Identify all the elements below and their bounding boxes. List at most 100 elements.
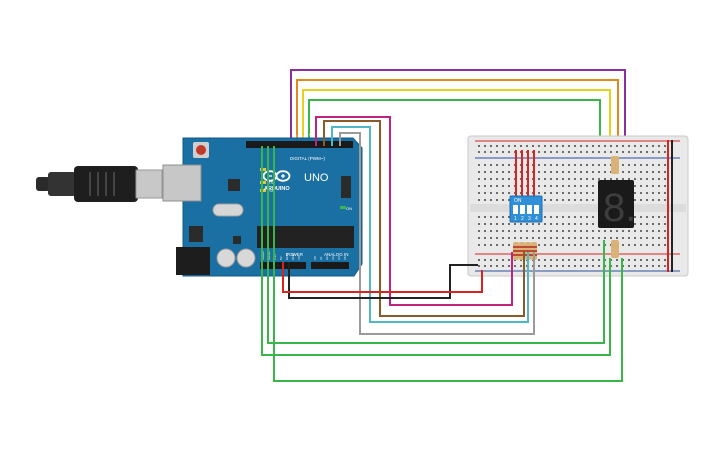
breadboard-hole bbox=[634, 244, 636, 246]
breadboard-hole bbox=[658, 171, 660, 173]
pin-label: ~9 bbox=[287, 133, 291, 137]
breadboard-hole bbox=[538, 178, 540, 180]
breadboard-hole bbox=[658, 259, 660, 261]
atmega-chip bbox=[257, 226, 354, 248]
wire-green-1 bbox=[261, 146, 611, 356]
breadboard-hole bbox=[634, 151, 636, 153]
breadboard-hole bbox=[484, 145, 486, 147]
breadboard-hole bbox=[490, 171, 492, 173]
breadboard-hole bbox=[598, 151, 600, 153]
breadboard-hole bbox=[580, 145, 582, 147]
breadboard-hole bbox=[664, 171, 666, 173]
breadboard-hole bbox=[634, 216, 636, 218]
breadboard-hole bbox=[568, 192, 570, 194]
pin-label: ~10 bbox=[280, 132, 284, 137]
dip-toggle-2[interactable] bbox=[520, 205, 525, 214]
breadboard-hole bbox=[568, 178, 570, 180]
breadboard-hole bbox=[586, 259, 588, 261]
breadboard-hole bbox=[592, 178, 594, 180]
breadboard-hole bbox=[664, 185, 666, 187]
breadboard-hole bbox=[610, 145, 612, 147]
breadboard-hole bbox=[544, 216, 546, 218]
breadboard-hole bbox=[478, 192, 480, 194]
breadboard-hole bbox=[574, 185, 576, 187]
breadboard-hole bbox=[598, 259, 600, 261]
breadboard-hole bbox=[634, 145, 636, 147]
breadboard-hole bbox=[484, 244, 486, 246]
breadboard-hole bbox=[592, 259, 594, 261]
pin-label: GND bbox=[285, 253, 289, 261]
breadboard-hole bbox=[544, 192, 546, 194]
breadboard-hole bbox=[502, 178, 504, 180]
breadboard-hole bbox=[592, 199, 594, 201]
breadboard-hole bbox=[478, 265, 480, 267]
breadboard-hole bbox=[574, 192, 576, 194]
breadboard-hole bbox=[532, 237, 534, 239]
breadboard-hole bbox=[490, 230, 492, 232]
breadboard-hole bbox=[508, 199, 510, 201]
breadboard-hole bbox=[640, 216, 642, 218]
breadboard-hole bbox=[610, 178, 612, 180]
breadboard-hole bbox=[490, 237, 492, 239]
breadboard-hole bbox=[580, 185, 582, 187]
breadboard-hole bbox=[640, 237, 642, 239]
breadboard-hole bbox=[652, 230, 654, 232]
breadboard-hole bbox=[628, 164, 630, 166]
breadboard-hole bbox=[496, 145, 498, 147]
breadboard-hole bbox=[484, 237, 486, 239]
breadboard-hole bbox=[658, 178, 660, 180]
breadboard-hole bbox=[574, 237, 576, 239]
breadboard-hole bbox=[640, 192, 642, 194]
breadboard-hole bbox=[544, 171, 546, 173]
wire-red-5v bbox=[282, 262, 483, 293]
breadboard-hole bbox=[562, 216, 564, 218]
breadboard-hole bbox=[502, 223, 504, 225]
breadboard-hole bbox=[610, 230, 612, 232]
breadboard-hole bbox=[478, 199, 480, 201]
power-label: POWER bbox=[286, 252, 304, 257]
digital-header bbox=[246, 141, 353, 148]
usb-chip bbox=[228, 179, 240, 191]
arduino-uno-board: ARDUINO UNO DIGITAL (PWM~) POWER ANALOG … bbox=[162, 129, 363, 277]
pin-label: A4 bbox=[337, 256, 341, 260]
pin-label: 13 bbox=[259, 133, 263, 137]
breadboard-hole bbox=[556, 151, 558, 153]
dip-toggle-4[interactable] bbox=[534, 205, 539, 214]
breadboard-hole bbox=[556, 244, 558, 246]
breadboard-hole bbox=[520, 223, 522, 225]
breadboard-hole bbox=[484, 216, 486, 218]
breadboard-hole bbox=[622, 237, 624, 239]
wires-front bbox=[261, 116, 623, 382]
breadboard-hole bbox=[502, 145, 504, 147]
breadboard-hole bbox=[640, 244, 642, 246]
breadboard-hole bbox=[646, 244, 648, 246]
dip-number-2: 2 bbox=[521, 216, 524, 222]
breadboard-hole bbox=[568, 265, 570, 267]
display-resistor-bottom bbox=[611, 240, 619, 258]
breadboard-hole bbox=[538, 185, 540, 187]
breadboard-hole bbox=[550, 265, 552, 267]
breadboard-hole bbox=[658, 237, 660, 239]
breadboard-hole bbox=[478, 244, 480, 246]
display-resistor-top bbox=[611, 156, 619, 174]
breadboard-hole bbox=[568, 185, 570, 187]
breadboard-hole bbox=[574, 199, 576, 201]
breadboard-hole bbox=[628, 151, 630, 153]
voltage-regulator bbox=[189, 226, 203, 242]
breadboard-hole bbox=[598, 244, 600, 246]
wire-brown bbox=[323, 120, 525, 317]
pin-label: ~6 bbox=[308, 133, 312, 137]
breadboard-hole bbox=[580, 199, 582, 201]
breadboard-hole bbox=[544, 199, 546, 201]
dip-toggle-1[interactable] bbox=[513, 205, 518, 214]
breadboard-hole bbox=[634, 164, 636, 166]
breadboard-hole bbox=[562, 171, 564, 173]
breadboard-hole bbox=[556, 259, 558, 261]
breadboard-hole bbox=[664, 164, 666, 166]
reset-button-cap[interactable] bbox=[196, 145, 206, 155]
breadboard-hole bbox=[610, 237, 612, 239]
breadboard-hole bbox=[664, 259, 666, 261]
breadboard-hole bbox=[532, 145, 534, 147]
dip-switch[interactable]: ON 1 2 3 4 bbox=[509, 195, 543, 223]
dip-toggle-3[interactable] bbox=[527, 205, 532, 214]
